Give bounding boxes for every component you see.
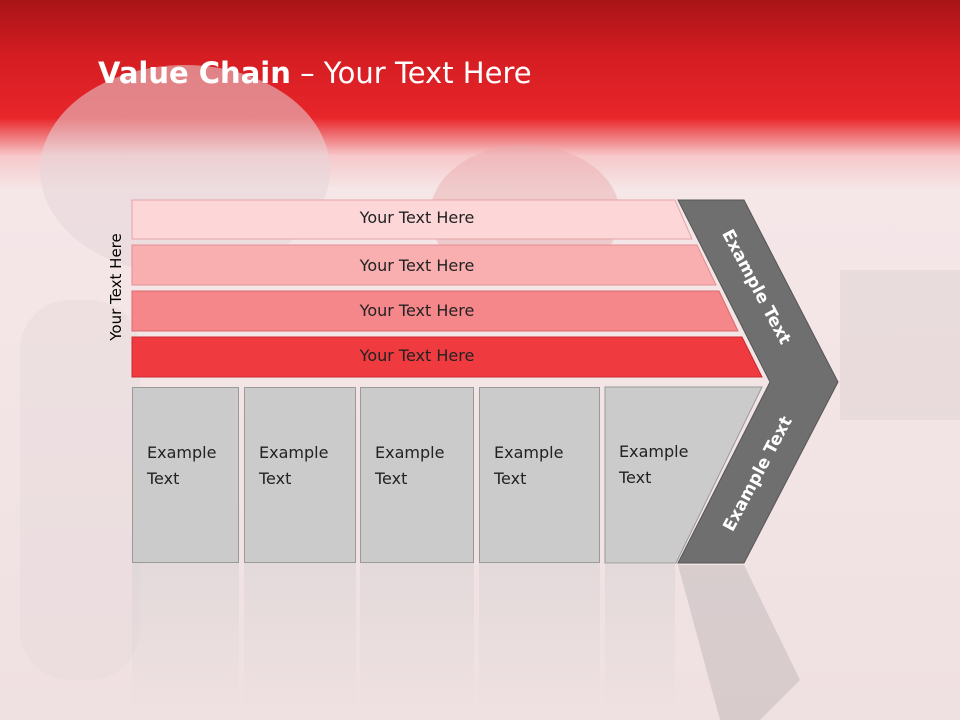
bar-1 (131, 199, 693, 240)
reflection (0, 563, 960, 720)
box-4-line1: Example (494, 443, 564, 462)
bar-2 (131, 244, 717, 286)
bar-label-4: Your Text Here (359, 346, 475, 365)
box-1-line1: Example (147, 443, 217, 462)
box-5-line2: Text (619, 468, 652, 487)
last-box (604, 386, 763, 564)
box-2-line2: Text (259, 469, 292, 488)
bar-4 (131, 336, 763, 378)
box-3-line1: Example (375, 443, 445, 462)
title-bold: Value Chain (98, 56, 291, 90)
box-4-line2: Text (494, 469, 527, 488)
bar-label-3: Your Text Here (359, 301, 475, 320)
bar-label-2: Your Text Here (359, 256, 475, 275)
title-rest: – Your Text Here (290, 56, 532, 90)
bar-3 (131, 290, 739, 332)
chevron-arrow (677, 199, 839, 564)
box-1-line2: Text (147, 469, 180, 488)
box-3-line2: Text (375, 469, 408, 488)
box-5-line1: Example (619, 442, 689, 461)
bar-label-1: Your Text Here (359, 208, 475, 227)
box-2-line1: Example (259, 443, 329, 462)
slide-title: Value Chain – Your Text Here (98, 56, 532, 90)
